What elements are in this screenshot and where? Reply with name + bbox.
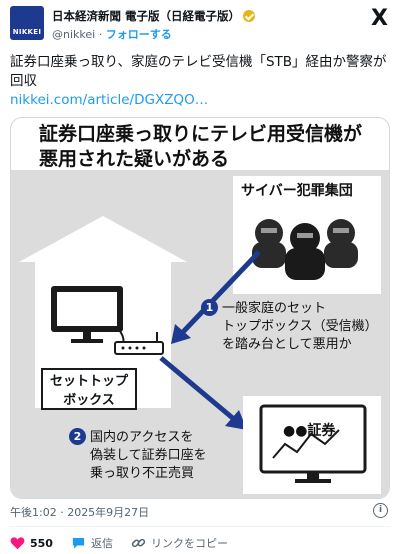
reply-label: 返信 (90, 537, 113, 550)
divider (10, 526, 390, 527)
tweet-timestamp[interactable]: 午後1:02 · 2025年9月27日 (10, 506, 150, 519)
stb-label-line1: セットトップ (49, 374, 128, 389)
article-link[interactable]: nikkei.com/article/DGXZQO… (10, 92, 209, 108)
stock-monitor-icon (259, 404, 367, 483)
step2-line1: 国内のアクセスを (90, 430, 194, 445)
step2-text: 2 国内のアクセスを 偽装して証券口座を 乗っ取り不正売買 (69, 428, 207, 483)
attached-image[interactable]: 証券口座乗っ取りにテレビ用受信機が 悪用された疑いがある (10, 117, 390, 499)
step1-number: 1 (201, 299, 218, 316)
set-top-box-icon (114, 326, 164, 355)
tweet-header: NIKKEI 日本経済新聞 電子版（日経電子版） @nikkei · フォローす… (0, 0, 400, 50)
nikkei-avatar[interactable]: NIKKEI (10, 6, 44, 40)
handle-separator: · (98, 28, 103, 41)
image-title: 証券口座乗っ取りにテレビ用受信機が 悪用された疑いがある (39, 122, 362, 172)
step2-line3: 乗っ取り不正売買 (90, 466, 195, 481)
step1-line1: 一般家庭のセット (222, 301, 327, 316)
image-title-line2: 悪用された疑いがある (39, 148, 230, 170)
reply-icon (72, 538, 85, 549)
hacker-group-icon (252, 219, 358, 280)
heart-icon (10, 537, 25, 550)
step1-line3: を踏み台として悪用か (222, 337, 352, 352)
account-name[interactable]: 日本経済新聞 電子版（日経電子版） (52, 8, 256, 24)
stb-label-line2: ボックス (63, 393, 115, 408)
image-title-line1: 証券口座乗っ取りにテレビ用受信機が (39, 123, 363, 145)
tv-icon (51, 286, 123, 343)
copy-link-label: リンクをコピー (150, 537, 228, 550)
brokerage-label: ●●証券 (283, 423, 336, 439)
like-button[interactable]: 550 (10, 536, 53, 550)
x-logo-icon[interactable]: X (371, 6, 388, 31)
link-icon (131, 538, 146, 548)
account-handle[interactable]: @nikkei (52, 28, 96, 41)
arrow-step1-icon (171, 250, 261, 344)
step2-line2: 偽装して証券口座を (90, 448, 207, 463)
set-top-box-label: セットトップ ボックス (41, 368, 137, 410)
tweet-text: 証券口座乗っ取り、家庭のテレビ受信機「STB」経由か警察が回収 (10, 54, 387, 89)
account-name-text: 日本経済新聞 電子版（日経電子版） (52, 9, 241, 23)
verified-badge-icon (243, 10, 256, 22)
step1-text: 1 一般家庭のセット トップボックス（受信機） を踏み台として悪用か (201, 299, 378, 354)
reply-button[interactable]: 返信 (71, 535, 113, 551)
account-handle-row: @nikkei · フォローする (52, 26, 172, 42)
info-icon[interactable]: i (373, 503, 388, 518)
action-bar: 550 返信 リンクをコピー (10, 535, 246, 551)
step1-line2: トップボックス（受信機） (222, 319, 378, 334)
criminal-group-label: サイバー犯罪集団 (241, 183, 353, 199)
arrow-step2-icon (159, 356, 247, 430)
follow-button[interactable]: フォローする (105, 28, 172, 41)
illustration-graphics (19, 176, 381, 494)
avatar-logo-text: NIKKEI (12, 28, 42, 36)
step2-number: 2 (69, 428, 86, 445)
copy-link-button[interactable]: リンクをコピー (131, 535, 228, 551)
like-count: 550 (30, 536, 53, 550)
